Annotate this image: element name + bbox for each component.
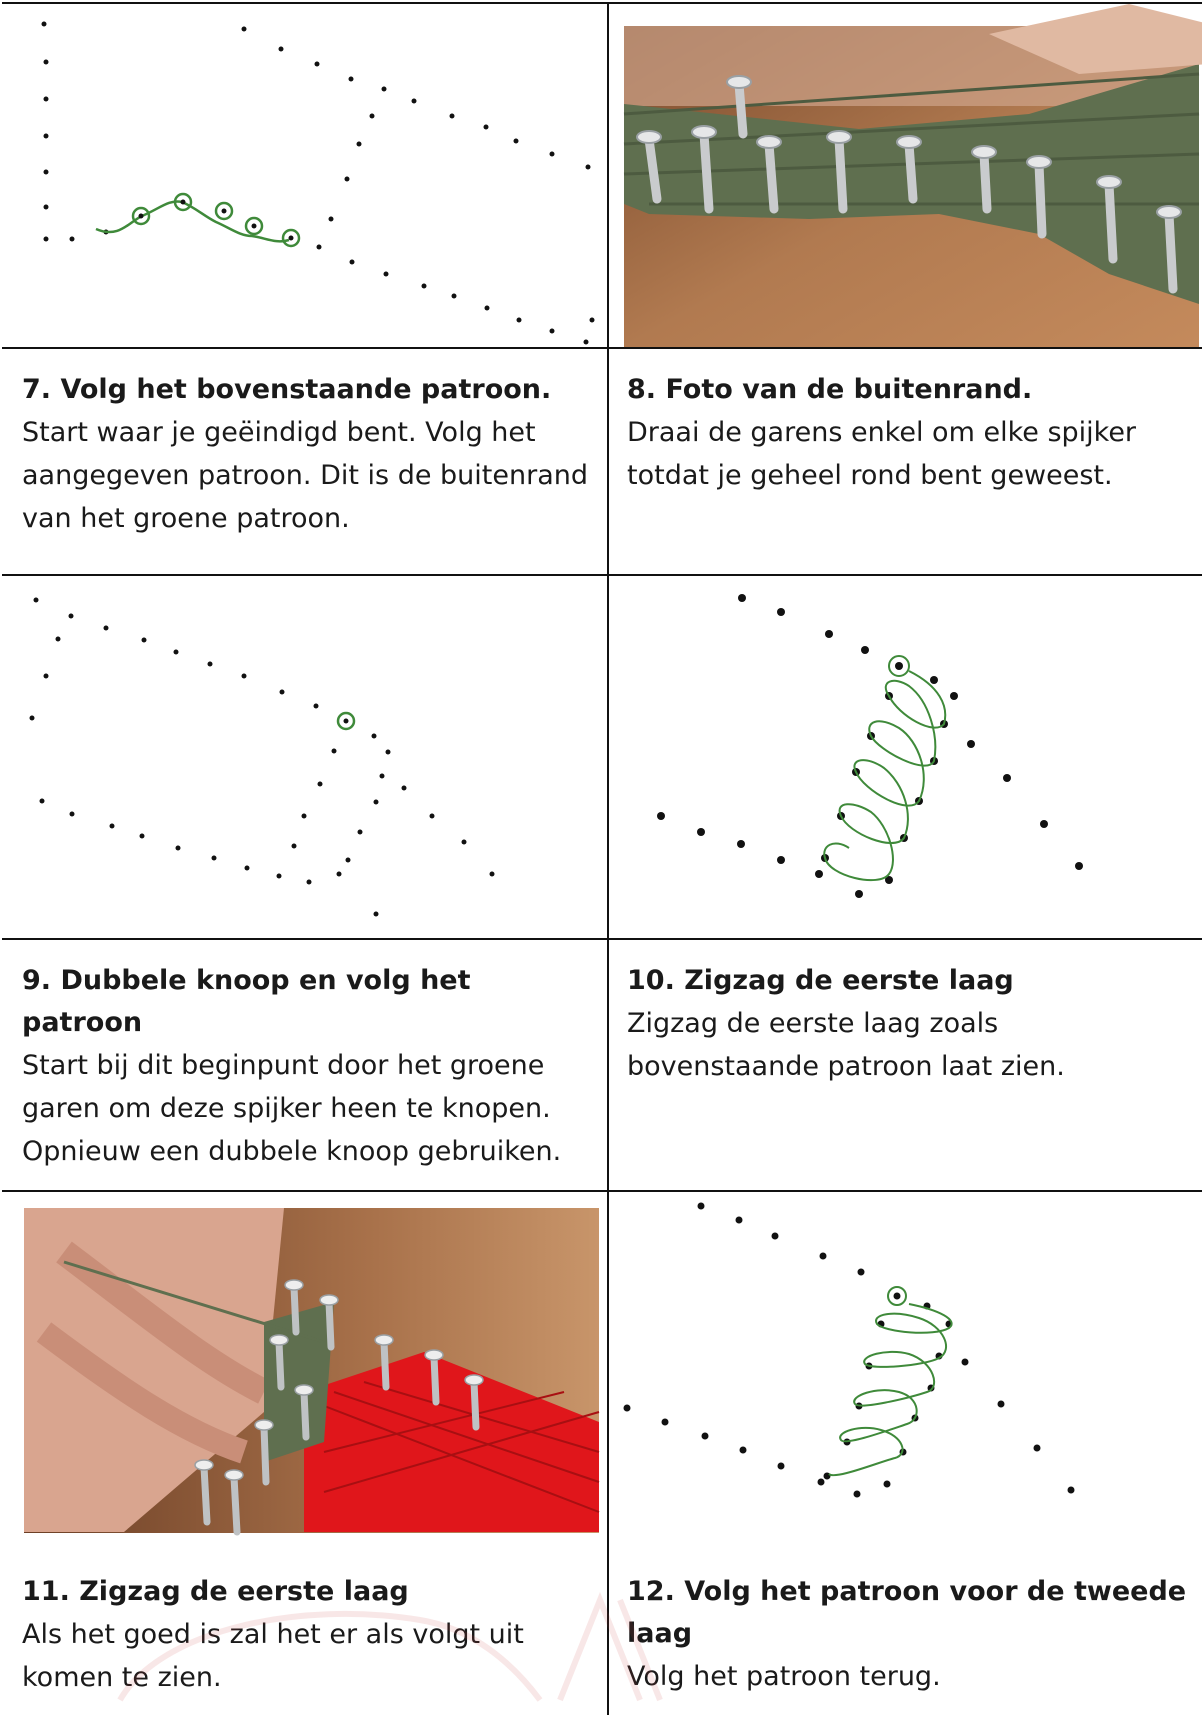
step-10-text: 10. Zigzag de eerste laag Zigzag de eers… <box>609 940 1202 1190</box>
step-description: Start bij dit beginpunt door het groene … <box>22 1050 562 1167</box>
step-11-photo <box>4 1192 606 1555</box>
step-description: Volg het patroon terug. <box>627 1661 941 1692</box>
dot-pattern-diagram-icon <box>29 597 495 917</box>
step-description: Start waar je geëindigd bent. Volg het a… <box>22 417 588 534</box>
watermark-icon <box>117 1591 663 1702</box>
dot-pattern-diagram-icon <box>623 1202 1075 1498</box>
row-divider <box>2 938 1202 940</box>
step-title: 10. Zigzag de eerste laag <box>627 965 1014 996</box>
step-title: 12. Volg het patroon voor de tweede laag <box>627 1576 1187 1649</box>
step-11-text: 11. Zigzag de eerste laag Als het goed i… <box>4 1557 606 1715</box>
row-divider <box>2 1190 1202 1192</box>
step-7-diagram <box>4 4 606 347</box>
step-12-text: 12. Volg het patroon voor de tweede laag… <box>609 1557 1202 1715</box>
step-title: 9. Dubbele knoop en volg het patroon <box>22 965 471 1038</box>
dot-pattern-diagram-icon <box>41 21 595 345</box>
step-title: 8. Foto van de buitenrand. <box>627 374 1033 405</box>
step-description: Draai de garens enkel om elke spijker to… <box>627 417 1137 491</box>
step-title: 7. Volg het bovenstaande patroon. <box>22 374 552 405</box>
step-12-diagram <box>609 1192 1202 1555</box>
string-art-photo-icon <box>24 1208 600 1536</box>
step-8-photo <box>609 4 1202 347</box>
step-10-diagram <box>609 576 1202 938</box>
dot-pattern-diagram-icon <box>657 594 1083 898</box>
step-8-text: 8. Foto van de buitenrand. Draai de gare… <box>609 349 1202 574</box>
step-9-text: 9. Dubbele knoop en volg het patroon Sta… <box>4 940 606 1190</box>
row-divider <box>2 347 1202 349</box>
step-description: Zigzag de eerste laag zoals bovenstaande… <box>627 1008 1065 1082</box>
column-divider <box>607 2 609 1715</box>
step-description: Als het goed is zal het er als volgt uit… <box>22 1619 524 1693</box>
row-divider <box>2 2 1202 4</box>
step-9-diagram <box>4 576 606 938</box>
row-divider <box>2 574 1202 576</box>
step-title: 11. Zigzag de eerste laag <box>22 1576 409 1607</box>
string-art-photo-icon <box>623 4 1202 347</box>
step-7-text: 7. Volg het bovenstaande patroon. Start … <box>4 349 606 574</box>
